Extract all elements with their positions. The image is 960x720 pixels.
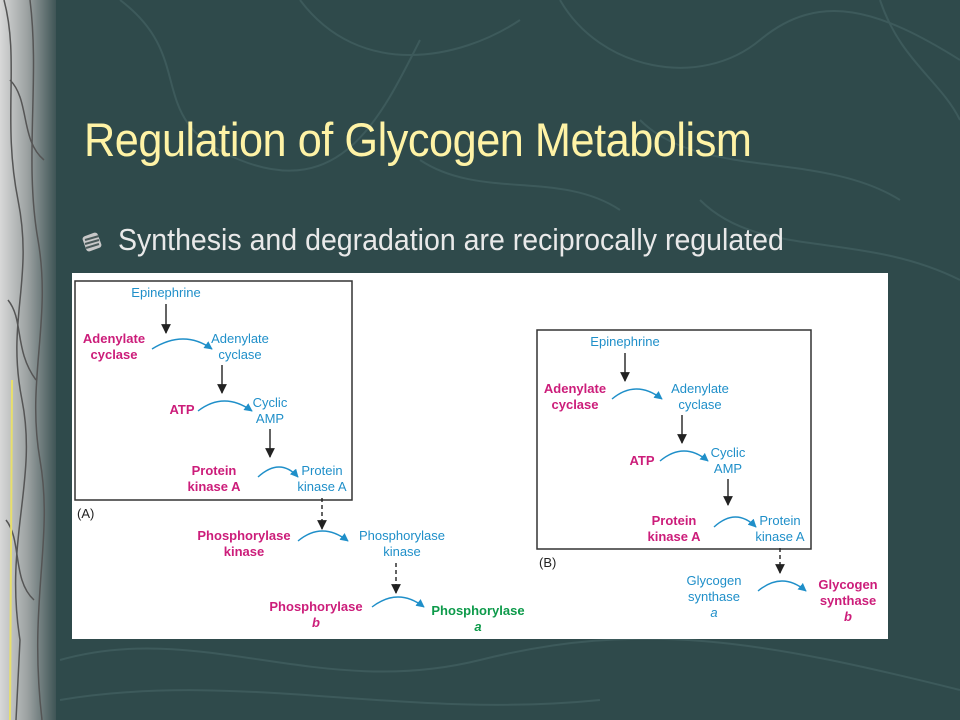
panel-b-label: (B) — [539, 555, 556, 570]
a-phos-b-2: b — [312, 615, 320, 630]
striped-bullet-icon — [82, 232, 102, 252]
a-pka-in-1: Protein — [192, 463, 237, 478]
panel-a-box — [74, 280, 353, 501]
b-gs-a-1: Glycogen — [687, 573, 742, 588]
b-pka-in-2: kinase A — [648, 529, 702, 544]
b-gs-a-3: a — [710, 605, 717, 620]
a-phk-out-2: kinase — [383, 544, 421, 559]
b-cyclic-amp-2: AMP — [714, 461, 742, 476]
a-arc-phos — [371, 596, 425, 608]
a-phk-out-1: Phosphorylase — [359, 528, 445, 543]
a-adenylate-cyclase-out-1: Adenylate — [211, 331, 269, 346]
b-atp: ATP — [629, 453, 654, 468]
b-gs-b-2: synthase — [820, 593, 876, 608]
b-adenylate-cyclase-out-2: cyclase — [678, 397, 721, 412]
a-atp: ATP — [169, 402, 194, 417]
b-arc-pka — [713, 516, 757, 528]
a-pka-in-2: kinase A — [188, 479, 242, 494]
bullet-text: Synthesis and degradation are reciprocal… — [118, 222, 784, 257]
b-arc-adenylate — [611, 388, 663, 400]
b-epinephrine: Epinephrine — [590, 334, 659, 349]
a-adenylate-cyclase-in-2: cyclase — [91, 347, 138, 362]
b-adenylate-cyclase-out-1: Adenylate — [671, 381, 729, 396]
b-arc-gs — [757, 580, 807, 592]
b-pka-out-1: Protein — [759, 513, 800, 528]
b-cyclic-amp-1: Cyclic — [711, 445, 746, 460]
panel-b-box — [536, 329, 812, 550]
a-arc-adenylate — [151, 338, 213, 350]
a-arc-phk — [297, 530, 349, 542]
slide-title: Regulation of Glycogen Metabolism — [84, 113, 752, 166]
b-pka-in-1: Protein — [652, 513, 697, 528]
a-adenylate-cyclase-in-1: Adenylate — [83, 331, 145, 346]
b-gs-b-3: b — [844, 609, 852, 624]
a-phos-a-1: Phosphorylase — [431, 603, 524, 618]
a-phk-in-2: kinase — [224, 544, 264, 559]
b-gs-a-2: synthase — [688, 589, 740, 604]
b-adenylate-cyclase-in-1: Adenylate — [544, 381, 606, 396]
pathway-diagram: (A) Epinephrine Adenylate cyclase Adenyl… — [74, 280, 878, 634]
b-arc-atp — [659, 450, 709, 462]
b-pka-out-2: kinase A — [755, 529, 804, 544]
a-arc-pka — [257, 466, 299, 478]
a-epinephrine: Epinephrine — [131, 285, 200, 300]
a-phos-a-2: a — [474, 619, 481, 634]
panel-a-label: (A) — [77, 506, 94, 521]
a-phk-in-1: Phosphorylase — [197, 528, 290, 543]
bullet-item: Synthesis and degradation are reciprocal… — [82, 220, 942, 260]
a-pka-out-2: kinase A — [297, 479, 346, 494]
left-texture-strip — [0, 0, 56, 720]
a-arc-atp — [197, 400, 253, 412]
b-adenylate-cyclase-in-2: cyclase — [552, 397, 599, 412]
a-cyclic-amp-1: Cyclic — [253, 395, 288, 410]
a-cyclic-amp-2: AMP — [256, 411, 284, 426]
a-phos-b-1: Phosphorylase — [269, 599, 362, 614]
b-gs-b-1: Glycogen — [818, 577, 877, 592]
a-pka-out-1: Protein — [301, 463, 342, 478]
a-adenylate-cyclase-out-2: cyclase — [218, 347, 261, 362]
pathway-figure: (A) Epinephrine Adenylate cyclase Adenyl… — [72, 273, 888, 639]
